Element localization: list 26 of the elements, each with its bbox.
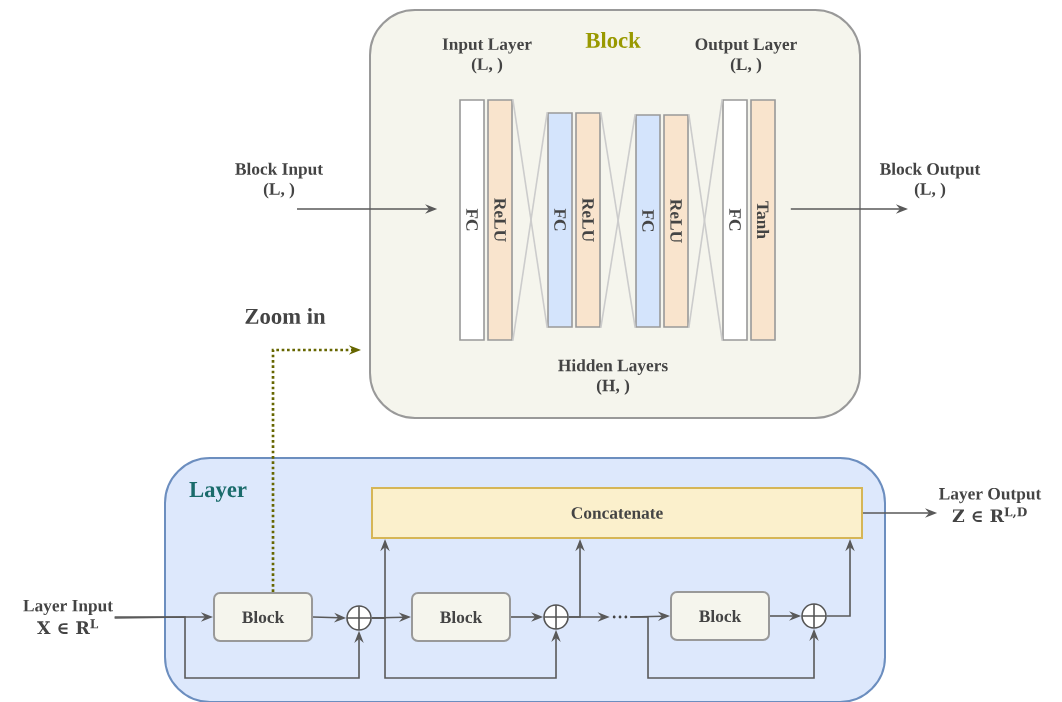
layer-bar: ReLU <box>487 99 513 341</box>
block-box: Block <box>213 592 313 642</box>
panel-title: Layer <box>189 482 247 502</box>
panel-title: Block <box>585 32 641 48</box>
block-box: Block <box>411 592 511 642</box>
layer-caption: Hidden Layers (H, ) <box>558 359 668 395</box>
text-label: Layer Output Z ∈ R$^{L,D}$ <box>939 487 1042 523</box>
block-box: Block <box>670 591 770 641</box>
sum-circle <box>801 603 827 629</box>
sum-circle <box>346 605 372 631</box>
layer-bar: FC <box>635 114 661 328</box>
layer-bar: FC <box>547 112 573 328</box>
layer-bar: FC <box>459 99 485 341</box>
edge-label: Zoom in <box>245 308 326 324</box>
layer-bar: ReLU <box>663 114 689 328</box>
layer-caption: Input Layer (L, ) <box>442 38 532 74</box>
layer-bar: Tanh <box>750 99 776 341</box>
ellipsis: … <box>612 615 628 619</box>
layer-bar: ReLU <box>575 112 601 328</box>
concatenate-box: Concatenate <box>371 487 863 539</box>
layer-bar: FC <box>722 99 748 341</box>
text-label: Block Output (L, ) <box>879 162 981 199</box>
text-label: Block Input (L, ) <box>235 162 323 199</box>
sum-circle <box>543 604 569 630</box>
layer-caption: Output Layer (L, ) <box>695 38 797 74</box>
text-label: Layer Input X ∈ R$^{L}$ <box>23 600 113 634</box>
